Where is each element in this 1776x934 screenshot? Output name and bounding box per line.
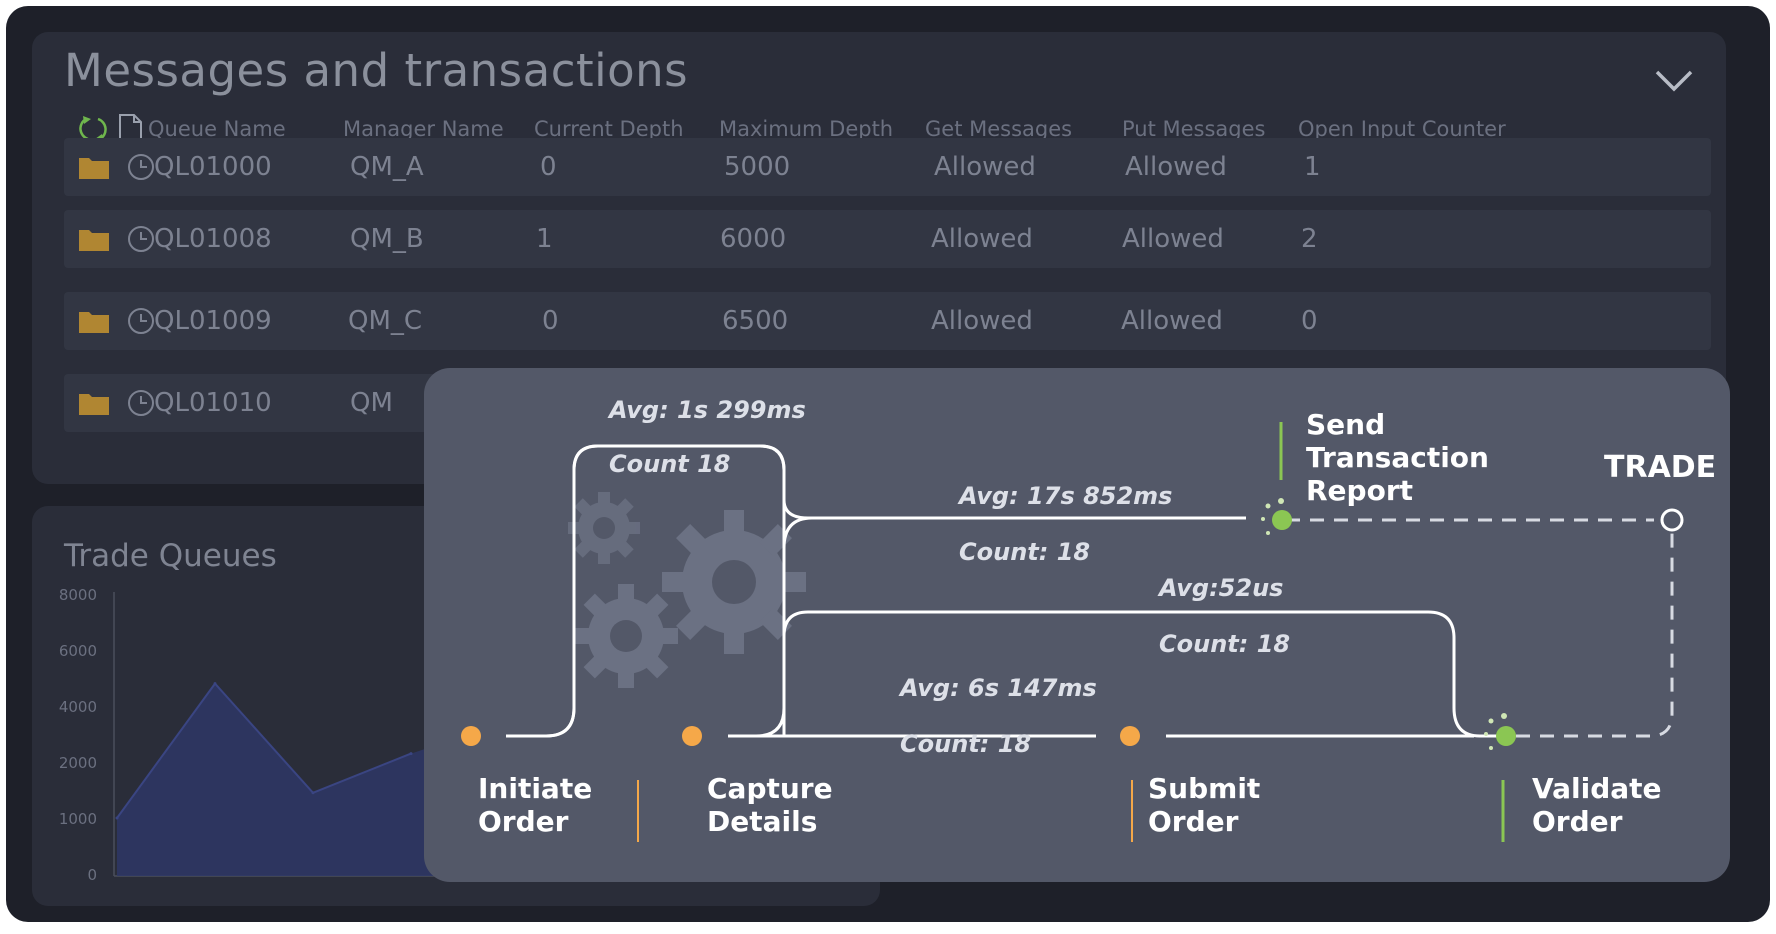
validate-avg-label: Avg:52us <box>1159 574 1284 602</box>
validate-order-node[interactable] <box>1484 713 1516 750</box>
trade-queues-title: Trade Queues <box>64 538 277 574</box>
table-row[interactable]: QL01009 QM_C 0 6500 Allowed Allowed 0 <box>64 292 1711 350</box>
gears-icon <box>568 492 806 688</box>
folder-icon <box>79 230 109 251</box>
flow-overlay-card: Avg: 1s 299ms Count 18 Avg: 17s 852ms Co… <box>424 368 1730 882</box>
initiate-order-node[interactable] <box>461 726 481 746</box>
table-row[interactable]: QL01008 QM_B 1 6000 Allowed Allowed 2 <box>64 210 1711 268</box>
folder-icon <box>79 394 109 415</box>
manager-name-cell: QM_B <box>350 224 424 254</box>
open-input-cell: 0 <box>1301 306 1318 336</box>
column-header-open-input-counter[interactable]: Open Input Counter <box>1298 117 1506 141</box>
column-header-manager-name[interactable]: Manager Name <box>343 117 504 141</box>
data-point <box>311 791 315 795</box>
manager-name-cell: QM_C <box>348 306 423 336</box>
column-header-put-messages[interactable]: Put Messages <box>1122 117 1266 141</box>
open-input-cell: 1 <box>1304 152 1321 182</box>
get-messages-cell: Allowed <box>931 224 1033 254</box>
manager-name-cell: QM_A <box>350 152 424 182</box>
manager-name-cell: QM <box>350 388 393 418</box>
data-point <box>409 752 413 756</box>
clock-icon <box>128 308 154 334</box>
queue-name-cell: QL01008 <box>154 224 272 254</box>
folder-icon <box>79 158 109 179</box>
trade-dashed-lines <box>1286 518 1674 738</box>
current-depth-cell: 1 <box>536 224 553 254</box>
send-transaction-report-node[interactable] <box>1261 498 1292 535</box>
capture-details-node[interactable] <box>682 726 702 746</box>
column-header-current-depth[interactable]: Current Depth <box>534 117 684 141</box>
max-depth-cell: 6000 <box>720 224 787 254</box>
max-depth-cell: 6500 <box>722 306 789 336</box>
folder-icon <box>79 312 109 333</box>
column-header-queue-name[interactable]: Queue Name <box>148 117 286 141</box>
flow-diagram <box>461 422 1684 842</box>
current-depth-cell: 0 <box>540 152 557 182</box>
chevron-down-icon[interactable] <box>1654 68 1694 94</box>
queue-name-cell: QL01010 <box>154 388 272 418</box>
put-messages-cell: Allowed <box>1122 224 1224 254</box>
submit-avg-label: Avg: 6s 147ms <box>900 674 1097 702</box>
current-depth-cell: 0 <box>542 306 559 336</box>
table-row[interactable]: QL01000 QM_A 0 5000 Allowed Allowed 1 <box>64 138 1711 196</box>
send-avg-label: Avg: 17s 852ms <box>959 482 1173 510</box>
y-tick-label: 8000 <box>58 586 97 604</box>
y-tick-label: 0 <box>87 866 97 884</box>
to-validate-connector <box>782 610 1498 738</box>
queue-name-cell: QL01000 <box>154 152 272 182</box>
flow-lines <box>506 444 1498 738</box>
clock-icon <box>128 390 154 416</box>
validate-count-label: Count: 18 <box>1159 630 1291 658</box>
trade-node[interactable] <box>1660 508 1684 532</box>
app-frame: Messages and transactions Queue Name Man… <box>6 6 1770 922</box>
submit-order-node[interactable] <box>1120 726 1140 746</box>
area-fill <box>117 683 441 876</box>
y-tick-label: 4000 <box>58 698 97 716</box>
clock-icon <box>128 226 154 252</box>
column-header-maximum-depth[interactable]: Maximum Depth <box>719 117 894 141</box>
y-tick-label: 1000 <box>58 810 97 828</box>
max-depth-cell: 5000 <box>724 152 791 182</box>
get-messages-cell: Allowed <box>934 152 1036 182</box>
put-messages-cell: Allowed <box>1125 152 1227 182</box>
open-input-cell: 2 <box>1301 224 1318 254</box>
y-tick-label: 6000 <box>58 642 97 660</box>
submit-count-label: Count: 18 <box>900 730 1032 758</box>
panel-title: Messages and transactions <box>64 44 689 97</box>
trade-label: TRADE <box>1604 450 1717 485</box>
data-point <box>115 816 119 820</box>
y-tick-label: 2000 <box>58 754 97 772</box>
column-header-get-messages[interactable]: Get Messages <box>925 117 1073 141</box>
send-count-label: Count: 18 <box>959 538 1091 566</box>
get-messages-cell: Allowed <box>931 306 1033 336</box>
put-messages-cell: Allowed <box>1121 306 1223 336</box>
queue-name-cell: QL01009 <box>154 306 272 336</box>
area-line <box>116 682 412 819</box>
data-point <box>213 682 217 686</box>
messages-panel: Messages and transactions Queue Name Man… <box>32 32 1726 484</box>
loop-avg-label: Avg: 1s 299ms <box>609 396 806 424</box>
clock-icon <box>128 154 154 180</box>
loop-count-label: Count 18 <box>609 450 731 478</box>
